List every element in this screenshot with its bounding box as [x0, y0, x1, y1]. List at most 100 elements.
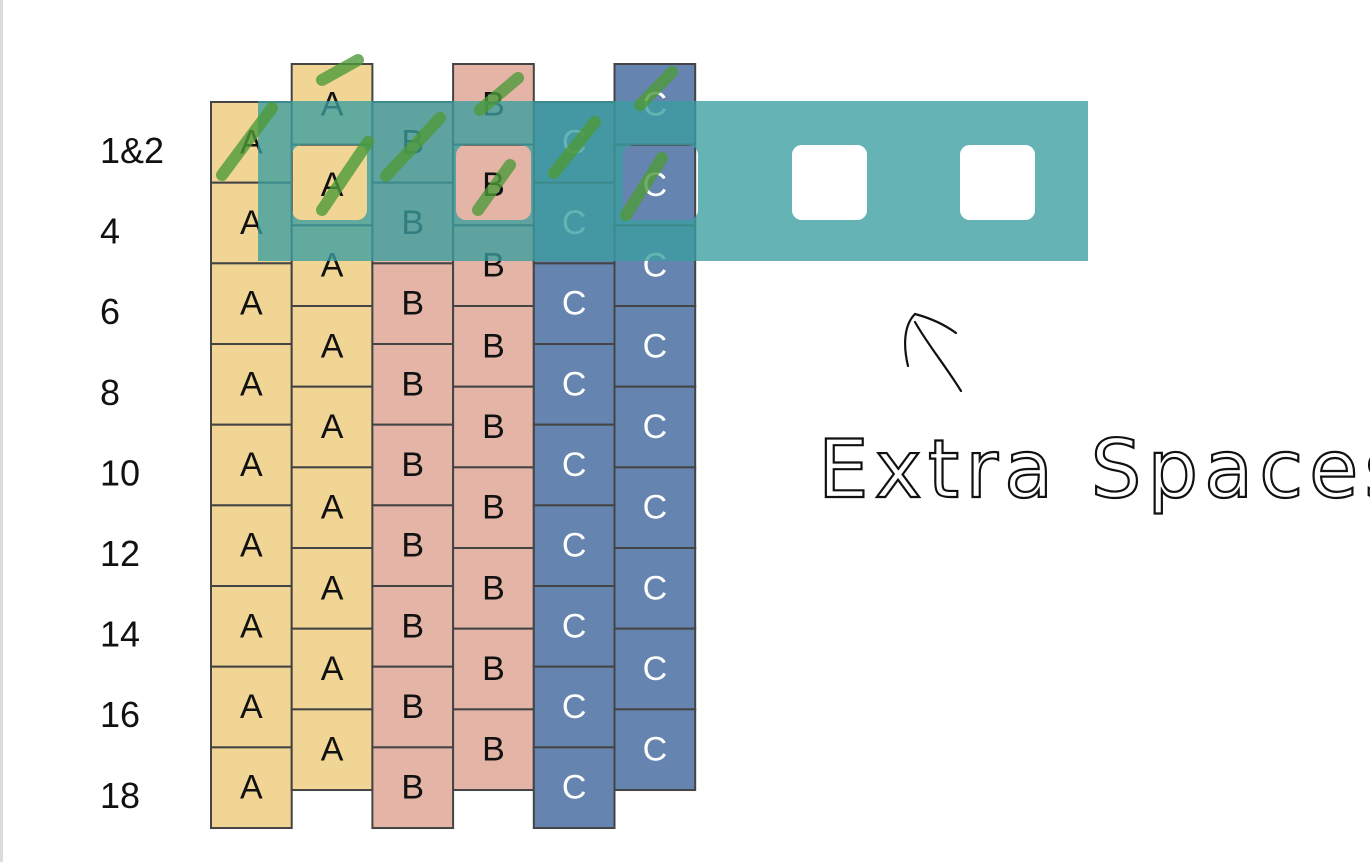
cell-c: C: [613, 708, 697, 792]
cell-letter: A: [240, 769, 263, 807]
cell-letter: B: [482, 569, 505, 607]
cell-letter: C: [562, 365, 587, 403]
cell-letter: C: [562, 688, 587, 726]
row-label: 16: [100, 694, 140, 735]
cell-a: A: [210, 504, 293, 588]
check-mark: [548, 116, 601, 179]
cell-a: A: [210, 665, 293, 749]
check-mark: [620, 152, 668, 221]
row-label: 8: [100, 372, 120, 413]
cell-letter: A: [321, 569, 344, 607]
cell-c: C: [532, 746, 616, 830]
cell-letter: B: [401, 285, 424, 323]
check-mark: [474, 72, 524, 116]
cell-letter: A: [321, 489, 344, 527]
cell-b: B: [371, 665, 455, 749]
cell-letter: A: [321, 408, 344, 446]
row-label: 12: [100, 533, 140, 574]
check-marks: [216, 54, 678, 221]
cell-b: B: [371, 585, 455, 668]
row-label: 4: [100, 211, 120, 252]
extra-space-slot: [960, 145, 1035, 220]
cell-a: A: [290, 305, 374, 388]
cell-letter: B: [401, 607, 424, 645]
cell-letter: C: [643, 731, 668, 769]
cell-letter: B: [482, 650, 505, 688]
cell-c: C: [613, 305, 697, 388]
cell-a: A: [210, 262, 293, 346]
arrow-icon: [904, 312, 963, 393]
cell-letter: A: [321, 327, 344, 365]
cell-letter: C: [643, 489, 668, 527]
cell-letter: C: [643, 650, 668, 688]
check-mark: [634, 66, 678, 111]
cell-letter: A: [240, 688, 263, 726]
row-label: 18: [100, 775, 140, 816]
cell-b: B: [452, 708, 535, 792]
cell-letter: C: [562, 607, 587, 645]
cell-b: B: [371, 746, 455, 830]
cell-c: C: [532, 665, 616, 749]
row-label: 6: [100, 291, 120, 332]
cell-letter: A: [240, 285, 263, 323]
teal-overlay-strip: [258, 101, 1088, 261]
cell-c: C: [532, 343, 616, 426]
cell-letter: C: [643, 327, 668, 365]
cell-b: B: [452, 466, 535, 550]
cell-letter: C: [562, 769, 587, 807]
annotation-extra-spaces: Extra Spaces: [818, 423, 1370, 516]
cell-a: A: [210, 423, 293, 507]
overlay-strip: [258, 101, 1088, 261]
check-mark: [380, 112, 446, 182]
cell-a: A: [290, 708, 374, 792]
cell-b: B: [452, 547, 535, 630]
cell-a: A: [290, 547, 374, 630]
cell-a: A: [210, 585, 293, 668]
cell-letter: B: [401, 365, 424, 403]
cell-letter: B: [482, 408, 505, 446]
cell-b: B: [452, 627, 535, 711]
cell-letter: A: [240, 527, 263, 565]
check-mark: [216, 102, 278, 181]
extra-space-slot: [792, 145, 867, 220]
cell-c: C: [613, 627, 697, 711]
row-label: 10: [100, 452, 140, 493]
row-label: 14: [100, 614, 140, 655]
cell-c: C: [532, 423, 616, 507]
cell-a: A: [210, 343, 293, 426]
cell-letter: B: [482, 731, 505, 769]
cell-letter: A: [240, 607, 263, 645]
cell-b: B: [452, 385, 535, 469]
cell-a: A: [290, 385, 374, 469]
row-label: 1&2: [100, 130, 164, 171]
cell-letter: A: [240, 446, 263, 484]
cell-letter: B: [401, 446, 424, 484]
check-mark: [472, 159, 516, 216]
page-edge: [0, 0, 3, 862]
cell-b: B: [371, 343, 455, 426]
cell-letter: C: [643, 569, 668, 607]
cell-letter: C: [562, 527, 587, 565]
cell-letter: A: [240, 204, 263, 242]
cell-a: A: [290, 466, 374, 550]
cell-letter: B: [401, 769, 424, 807]
cell-c: C: [613, 385, 697, 469]
cell-letter: B: [401, 527, 424, 565]
cell-letter: A: [240, 365, 263, 403]
cell-c: C: [613, 466, 697, 550]
cell-b: B: [371, 504, 455, 588]
cell-b: B: [371, 423, 455, 507]
cell-c: C: [532, 585, 616, 668]
cell-letter: C: [562, 285, 587, 323]
cell-letter: C: [562, 446, 587, 484]
cell-b: B: [371, 262, 455, 346]
cell-letter: A: [321, 650, 344, 688]
cell-letter: B: [482, 489, 505, 527]
cell-a: A: [290, 627, 374, 711]
check-mark: [316, 54, 364, 86]
cell-c: C: [532, 504, 616, 588]
cell-a: A: [210, 746, 293, 830]
cell-letter: A: [321, 731, 344, 769]
cell-b: B: [452, 305, 535, 388]
